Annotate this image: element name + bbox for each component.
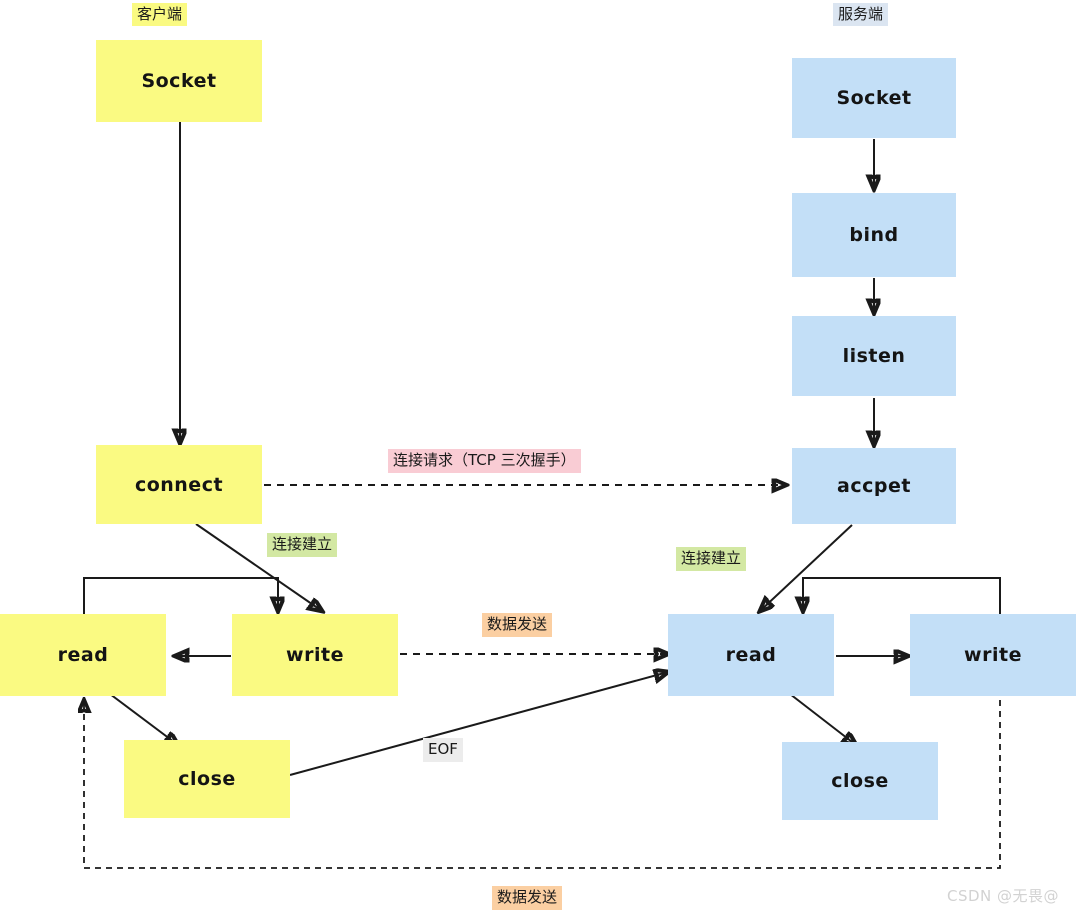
wire-accept-to-server-read bbox=[760, 524, 853, 611]
header-server: 服务端 bbox=[833, 3, 889, 26]
node-server-accept[interactable]: accpet bbox=[792, 448, 956, 524]
label-connection-established-client: 连接建立 bbox=[267, 533, 338, 557]
label-connect-request: 连接请求（TCP 三次握手） bbox=[388, 449, 581, 473]
node-server-listen[interactable]: listen bbox=[792, 316, 956, 396]
header-client: 客户端 bbox=[132, 3, 188, 26]
node-client-write[interactable]: write bbox=[232, 614, 398, 696]
label-eof: EOF bbox=[423, 738, 463, 762]
node-client-connect[interactable]: connect bbox=[96, 445, 262, 524]
watermark-credit: CSDN @无畏@ bbox=[947, 887, 1060, 905]
node-client-read[interactable]: read bbox=[0, 614, 166, 696]
label-data-send-top: 数据发送 bbox=[482, 613, 553, 637]
wire-server-read-to-close bbox=[789, 693, 856, 745]
node-server-close[interactable]: close bbox=[782, 742, 938, 820]
wire-client-read-loop-to-write bbox=[83, 577, 278, 616]
wire-client-read-to-close bbox=[109, 693, 178, 745]
node-server-write[interactable]: write bbox=[910, 614, 1076, 696]
label-connection-established-server: 连接建立 bbox=[676, 547, 747, 571]
node-server-read[interactable]: read bbox=[668, 614, 834, 696]
node-client-socket[interactable]: Socket bbox=[96, 40, 262, 122]
node-server-socket[interactable]: Socket bbox=[792, 58, 956, 138]
node-client-close[interactable]: close bbox=[124, 740, 290, 818]
node-server-bind[interactable]: bind bbox=[792, 193, 956, 277]
label-data-send-bottom: 数据发送 bbox=[492, 886, 563, 910]
wire-server-write-loop-to-read bbox=[803, 577, 1001, 615]
